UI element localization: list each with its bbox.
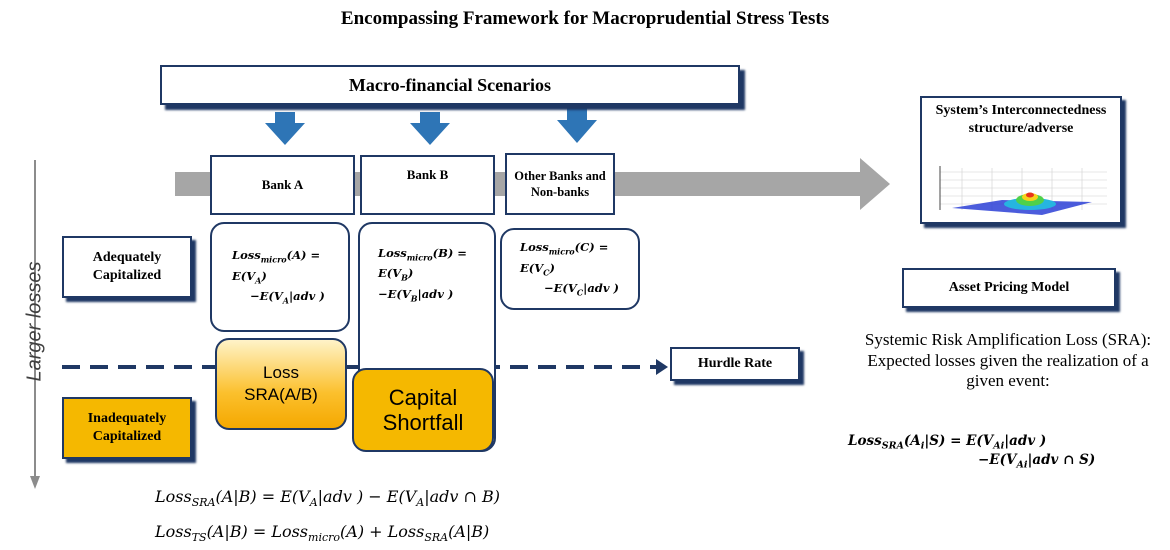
loss-micro-a-box: Lossmicro(A) = E(VA) −E(VA|adv ) — [210, 222, 350, 332]
loss-micro-b-formula: Lossmicro(B) = E(VB) −E(VB|adv ) — [378, 246, 467, 304]
loss-sra-box: Loss SRA(A/B) — [215, 338, 347, 430]
system-box-label: System’s Interconnectedness structure/ad… — [935, 103, 1107, 136]
loss-micro-c-box: Lossmicro(C) = E(VC) −E(VC|adv ) — [500, 228, 640, 310]
scenario-arrow-a — [265, 112, 305, 145]
loss-ts-equation: LossTS(A|B) = Lossmicro(A) + LossSRA(A|B… — [155, 522, 490, 545]
inadequately-capitalized-box: Inadequately Capitalized — [62, 397, 192, 459]
loss-micro-a-formula: Lossmicro(A) = E(VA) −E(VA|adv ) — [232, 248, 325, 306]
adequately-capitalized-box: Adequately Capitalized — [62, 236, 192, 298]
system-interconnectedness-box: System’s Interconnectedness structure/ad… — [920, 96, 1122, 224]
surface-plot-icon — [939, 166, 1107, 215]
capital-shortfall-box: Capital Shortfall — [352, 368, 494, 452]
scenario-arrow-other — [557, 108, 597, 143]
larger-losses-label: Larger losses — [23, 261, 46, 382]
hurdle-rate-box: Hurdle Rate — [670, 347, 800, 381]
bank-a-box: Bank A — [210, 155, 355, 215]
sra-formula: LossSRA(Ai|S) = E(VAi|adv ) −E(VAi|adv ∩… — [848, 433, 1096, 471]
other-banks-box: Other Banks and Non-banks — [505, 153, 615, 215]
sra-description: Systemic Risk Amplification Loss (SRA): … — [864, 330, 1152, 391]
asset-pricing-model-box: Asset Pricing Model — [902, 268, 1116, 308]
page-title: Encompassing Framework for Macroprudenti… — [340, 8, 830, 29]
macro-scenarios-box: Macro-financial Scenarios — [160, 65, 740, 105]
scenario-arrow-b — [410, 112, 450, 145]
bank-b-box: Bank B — [360, 155, 495, 215]
loss-micro-c-formula: Lossmicro(C) = E(VC) −E(VC|adv ) — [520, 240, 619, 298]
loss-sra-equation: LossSRA(A|B) = E(VA|adv ) − E(VA|adv ∩ B… — [155, 487, 500, 510]
